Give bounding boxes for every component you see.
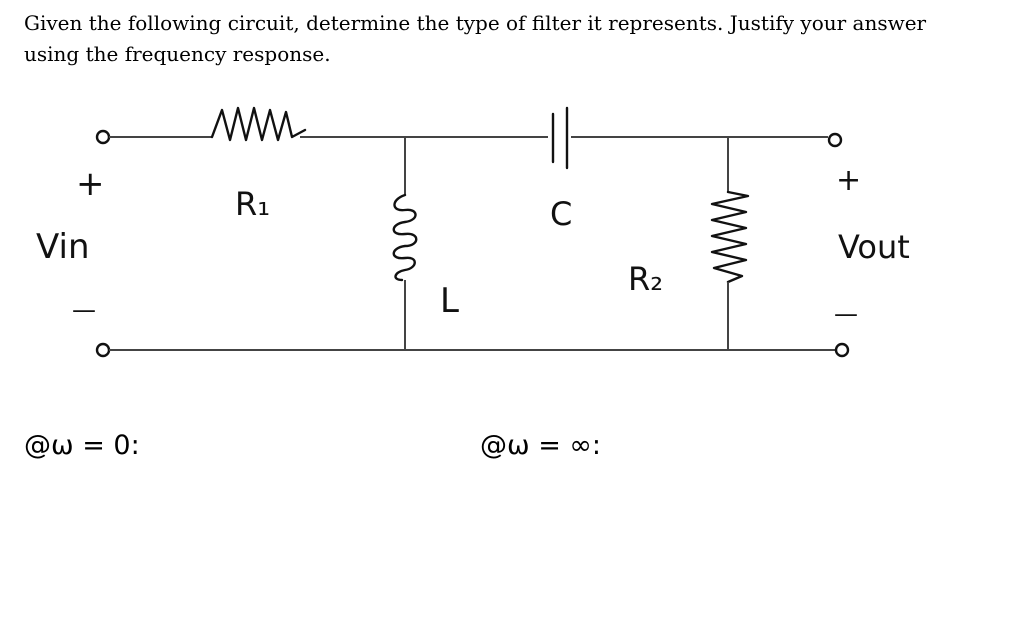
question-text: Given the following circuit, determine t… (24, 11, 927, 66)
vout-plus-label: + (836, 163, 861, 198)
omega-infinity-prompt: @ω = ∞: (480, 430, 601, 461)
vout-bottom-terminal (834, 342, 850, 358)
vin-label: Vin (36, 227, 90, 267)
inductor-l (392, 193, 418, 282)
r2-label: R₂ (628, 260, 663, 298)
vout-top-terminal (827, 132, 843, 148)
resistor-r1 (210, 106, 307, 142)
vin-bottom-terminal (95, 342, 111, 358)
resistor-r2 (710, 190, 750, 284)
vin-top-terminal (95, 129, 111, 145)
omega-zero-prompt: @ω = 0: (24, 430, 140, 461)
vin-plus-label: + (76, 164, 105, 204)
vin-minus-label: — (72, 296, 96, 324)
l-label: L (440, 281, 459, 321)
circuit-diagram: + Vin — R₁ L C R₂ + Vout — (36, 106, 910, 358)
vout-minus-label: — (834, 300, 858, 328)
r1-label: R₁ (235, 185, 270, 223)
vout-label: Vout (838, 228, 910, 266)
c-label: C (550, 195, 572, 233)
